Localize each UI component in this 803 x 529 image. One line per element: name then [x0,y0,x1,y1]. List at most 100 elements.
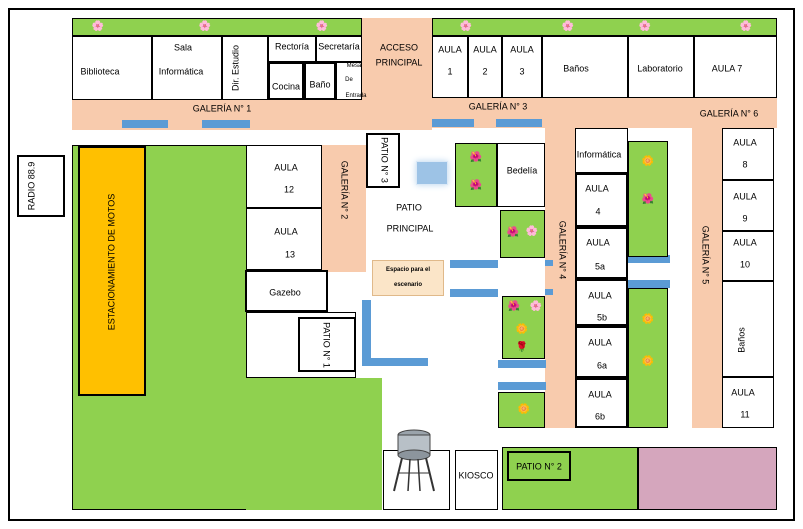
bench-galeria-4 [628,255,670,263]
flower-icon: 🌺 [506,227,520,238]
top-right-garden [432,18,777,36]
patio-2-box [507,451,571,481]
aula-8-number: 8 [742,159,748,170]
patio-3-room [366,133,400,188]
secretaria-label: Secretaría [318,41,360,52]
gazebo-room [245,270,328,312]
aula-7-room [694,36,777,98]
informatica-label: Informática [576,149,622,160]
aula-11-number: 11 [740,409,750,420]
garden-right-1 [628,141,668,257]
kiosco-room [455,450,498,510]
aula-9-number: 9 [742,213,748,224]
banos-top-room [542,36,628,98]
aula-7-label: AULA 7 [711,63,743,74]
acceso-label: ACCESO [379,42,419,53]
aula-10-number: 10 [739,259,751,270]
radio-room [17,155,65,217]
flower-icon: 🌸 [638,21,652,32]
aula-6b-label: AULA [588,389,612,400]
bench-patio-a [450,260,498,268]
galeria-6-label: GALERÍA N° 6 [699,108,759,119]
aula-12-label: AULA [274,162,298,173]
galeria-4-corridor [545,128,575,428]
banos-right-room [722,281,774,377]
escenario-label: Espacio para el [385,267,431,273]
bano-label: Baño [309,79,331,90]
garden-middle-1 [500,210,545,258]
aula-11-room [722,377,774,428]
aula-13-label: AULA [274,226,298,237]
aula-5b-room [575,279,628,326]
bench-patio-b [450,289,498,297]
galeria-2-label: GALERÍA N° 2 [339,160,350,220]
banos-right-label: Baños [736,327,747,353]
aula-2-number: 2 [482,66,488,77]
dir-estudio-room [222,36,268,100]
pink-area [638,447,777,510]
aula-2-label: AULA [473,44,497,55]
galeria-5-corridor [692,128,722,428]
estacionamiento-label: ESTACIONAMIENTO DE MOTOS [106,193,117,331]
flower-icon: 🌸 [91,21,105,32]
aula-6a-label: AULA [588,337,612,348]
flower-icon: 🌹 [515,342,529,353]
aula-4-room [575,173,628,227]
bench-galeria-3-b [496,119,542,127]
aula-1-label: AULA [438,44,462,55]
outer-border [8,8,795,521]
aula-1-number: 1 [447,66,453,77]
flower-icon: 🌺 [507,301,521,312]
water-tank-icon [393,429,435,492]
aula-11-label: AULA [731,387,755,398]
aula-6a-room [575,326,628,378]
biblioteca-room [72,36,152,100]
flower-icon: 🌸 [459,21,473,32]
patio-principal-label: PATIO [396,202,422,213]
cocina-room [268,62,304,100]
main-garden-outline [72,145,246,510]
bedelia-room [497,143,545,207]
aula-10-room [722,231,774,281]
aula-13-number: 13 [284,249,296,260]
bench-patio-e [498,360,546,368]
patio-principal-label-2: PRINCIPAL [386,223,434,234]
aula-3-label: AULA [510,44,534,55]
patio-1-room [298,317,356,372]
rectoria-label: Rectoría [274,41,310,52]
aula-5b-label: AULA [588,290,612,301]
kiosco-label: KIOSCO [458,470,494,481]
flower-icon: 🌸 [315,21,329,32]
patio-3-label: PATIO N° 3 [379,137,390,183]
bench-galeria-1-b [202,120,250,128]
aula-12-room [246,145,322,208]
aula-2-room [468,36,502,98]
sala-informatica-room [152,36,222,100]
sala-informatica-label: Informática [158,66,204,77]
bano-room [304,62,336,100]
galeria-3-label: GALERÍA N° 3 [468,101,528,112]
main-garden-bottom [72,378,382,510]
flower-icon: 🌺 [469,180,483,191]
galeria-4-label: GALERÍA N° 4 [557,220,568,280]
garden-right-2 [628,288,668,428]
patio-1-label: PATIO N° 1 [321,322,332,368]
garden-middle-3 [498,392,545,428]
sala-label: Sala [173,42,193,53]
gazebo-label: Gazebo [269,287,301,298]
secretaria-room [316,36,362,62]
aula-9-room [722,180,774,231]
mesa-entrada-label: Entrada [345,93,367,99]
rectoria-room [268,36,316,62]
banos-top-label: Baños [563,63,589,74]
mesa-de-entrada-room [336,62,362,100]
escenario-area [372,260,444,296]
flower-icon: 🌸 [525,226,539,237]
bedelia-label: Bedelía [506,165,538,176]
aula-1-room [432,36,468,98]
cocina-label: Cocina [271,81,301,92]
patio-bench-horizontal [362,358,428,366]
bench-galeria-3-a [432,119,474,127]
flower-icon: 🌸 [739,21,753,32]
